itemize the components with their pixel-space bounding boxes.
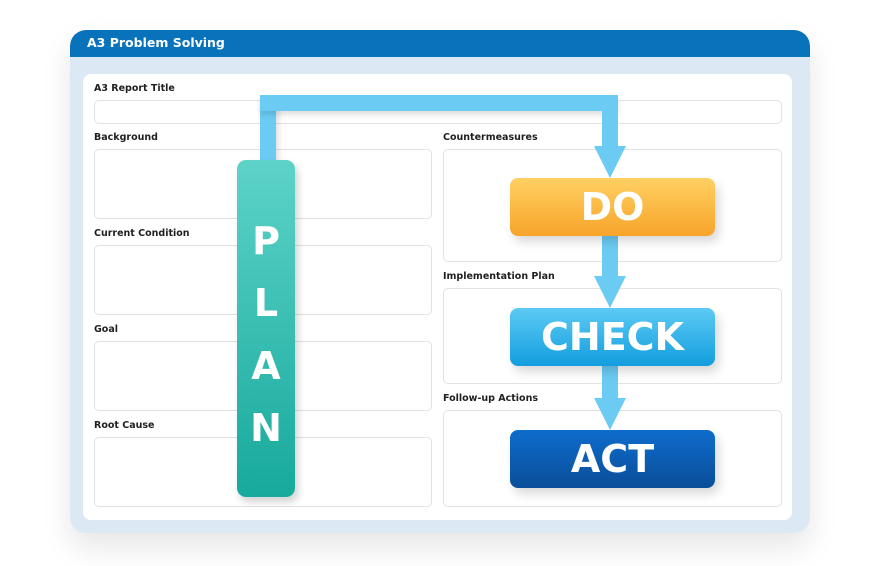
arrowhead-to-check-icon: [594, 276, 626, 308]
plan-to-do-arrow-down: [602, 95, 618, 147]
check-label: CHECK: [541, 315, 684, 359]
implementation-plan-label: Implementation Plan: [443, 271, 555, 282]
act-stage: ACT: [510, 430, 715, 488]
act-label: ACT: [570, 437, 655, 481]
countermeasures-label: Countermeasures: [443, 132, 538, 143]
background-label: Background: [94, 132, 158, 143]
plan-stage: P L A N: [237, 160, 295, 497]
plan-arrow-vertical: [260, 95, 276, 161]
title-bar: A3 Problem Solving: [70, 30, 810, 57]
goal-label: Goal: [94, 324, 118, 335]
root-cause-label: Root Cause: [94, 420, 155, 431]
do-label: DO: [580, 185, 645, 229]
plan-letter: P: [252, 219, 280, 264]
follow-up-actions-label: Follow-up Actions: [443, 393, 538, 404]
arrowhead-to-act-icon: [594, 398, 626, 430]
do-stage: DO: [510, 178, 715, 236]
check-stage: CHECK: [510, 308, 715, 366]
plan-to-do-arrow-horizontal: [260, 95, 618, 111]
plan-letter: N: [250, 405, 282, 450]
arrowhead-to-do-icon: [594, 146, 626, 178]
plan-letter: A: [251, 343, 281, 388]
report-title-label: A3 Report Title: [94, 83, 175, 94]
current-condition-label: Current Condition: [94, 228, 190, 239]
window-title: A3 Problem Solving: [87, 35, 225, 50]
check-to-act-arrow: [602, 364, 618, 400]
plan-letter: L: [253, 281, 279, 326]
do-to-check-arrow: [602, 234, 618, 278]
